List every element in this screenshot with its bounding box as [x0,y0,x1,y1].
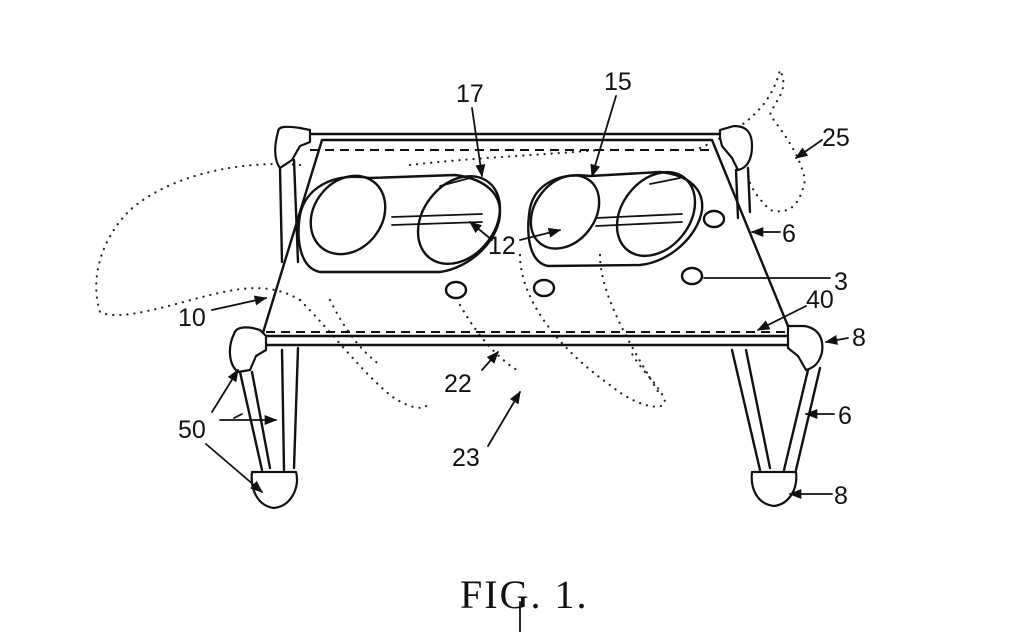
label-17: 17 [456,80,484,108]
reference-labels: 17 15 25 6 12 3 40 10 8 22 50 6 23 8 [178,68,866,510]
label-6-upper: 6 [782,220,796,248]
label-8-lower: 8 [834,482,848,510]
label-3: 3 [834,268,848,296]
label-6-lower: 6 [838,402,852,430]
label-8-upper: 8 [852,324,866,352]
label-22: 22 [444,370,472,398]
label-50: 50 [178,416,206,444]
bowl-holder-right [527,170,704,268]
lower-legs [238,346,822,472]
figure-caption: FIG. 1. [460,572,588,617]
label-12: 12 [488,232,516,260]
label-25: 25 [822,124,850,152]
dotted-animal-outline [95,66,807,409]
label-15: 15 [604,68,632,96]
label-40: 40 [806,286,834,314]
upper-legs [278,158,752,264]
label-10: 10 [178,304,206,332]
label-23: 23 [452,444,480,472]
corner-connectors [228,124,824,374]
feet [250,470,798,510]
bowl-holder-left [297,173,502,274]
leader-lines [205,95,849,632]
holes [444,209,726,300]
